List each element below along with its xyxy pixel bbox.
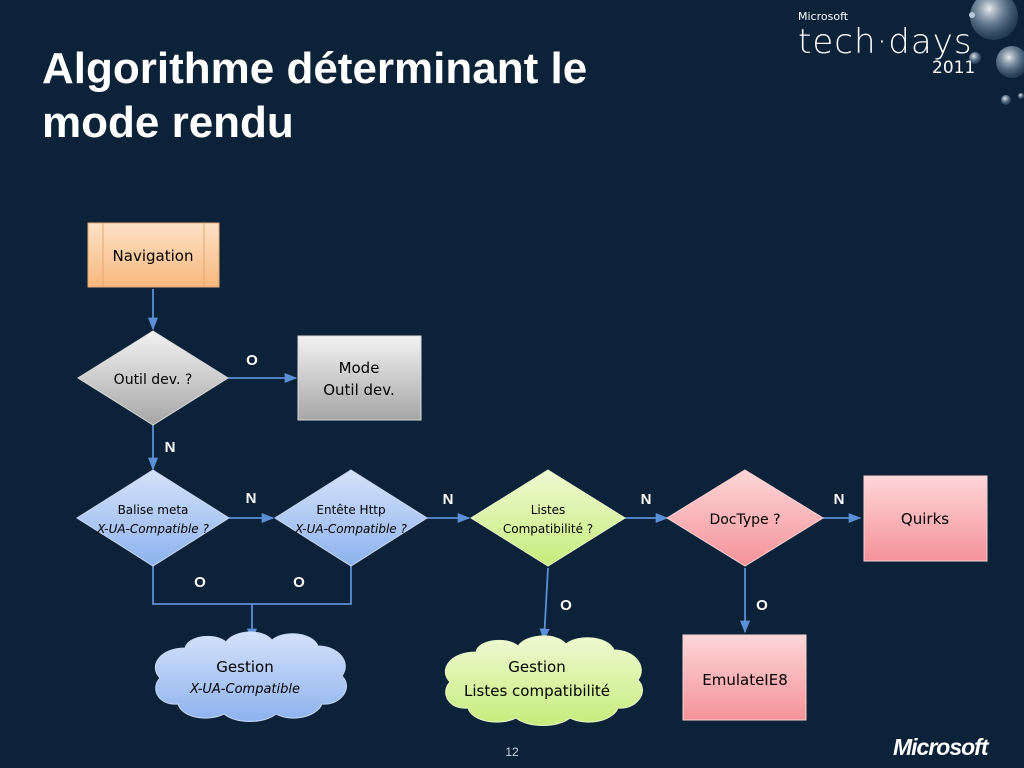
doctype-decision: DocType ? [666, 469, 824, 567]
navigation-box: Navigation [87, 222, 220, 288]
gestion-xua-cloud: Gestion X-UA-Compatible [154, 631, 347, 722]
listes-label-line-1: Listes [531, 503, 566, 517]
yes-label-doctype: O [756, 597, 768, 614]
decorative-bubbles [969, 0, 1024, 105]
slide-title: Algorithme déterminant le mode rendu [42, 42, 587, 150]
yes-label-balise: O [194, 574, 206, 591]
gestion-listes-line-2: Listes compatibilité [464, 682, 610, 700]
gestion-listes-line-1: Gestion [508, 658, 565, 676]
no-label-balise: N [246, 490, 257, 507]
listes-compatibilite-decision: Listes Compatibilité ? [470, 469, 626, 567]
entete-http-decision: Entête Http X-UA-Compatible ? [274, 469, 428, 567]
no-label-outil: N [165, 439, 176, 456]
balise-label-line-1: Balise meta [118, 503, 189, 517]
outil-dev-label: Outil dev. ? [114, 372, 193, 388]
quirks-label: Quirks [901, 510, 949, 528]
yes-label-listes: O [560, 597, 572, 614]
outil-dev-decision: Outil dev. ? [77, 330, 229, 426]
gestion-listes-cloud: Gestion Listes compatibilité [444, 635, 643, 726]
balise-label-line-2: X-UA-Compatible ? [96, 522, 209, 536]
no-label-doctype: N [834, 491, 845, 508]
connector-balise-entete-gestion [152, 566, 352, 605]
quirks-box: Quirks [863, 475, 988, 562]
entete-label-line-2: X-UA-Compatible ? [294, 522, 407, 536]
emulateie8-label: EmulateIE8 [702, 671, 788, 689]
doctype-label: DocType ? [709, 512, 780, 528]
no-label-entete: N [443, 491, 454, 508]
gestion-xua-line-2: X-UA-Compatible [189, 682, 300, 697]
slide-title-line-1: Algorithme déterminant le [42, 44, 588, 93]
connectors [147, 289, 862, 642]
techdays-logo-wordmark: tech·days [798, 22, 973, 62]
microsoft-footer-logo: Microsoft [893, 734, 988, 760]
connector-listes-gestion [539, 567, 550, 642]
mode-label-line-2: Outil dev. [323, 381, 395, 399]
mode-label-line-1: Mode [339, 359, 380, 377]
no-label-listes: N [641, 491, 652, 508]
yes-label-outil: O [246, 352, 258, 369]
emulateie8-box: EmulateIE8 [682, 634, 807, 721]
gestion-xua-line-1: Gestion [216, 658, 273, 676]
balise-meta-decision: Balise meta X-UA-Compatible ? [76, 469, 230, 567]
techdays-logo-microsoft: Microsoft [798, 10, 849, 23]
slide-title-line-2: mode rendu [42, 98, 294, 147]
page-number: 12 [505, 745, 519, 759]
mode-outil-dev-box: Mode Outil dev. [297, 335, 422, 421]
navigation-label: Navigation [113, 247, 194, 265]
listes-label-line-2: Compatibilité ? [503, 522, 593, 536]
techdays-logo-year: 2011 [932, 58, 976, 78]
yes-label-entete: O [293, 574, 305, 591]
entete-label-line-1: Entête Http [316, 503, 385, 517]
